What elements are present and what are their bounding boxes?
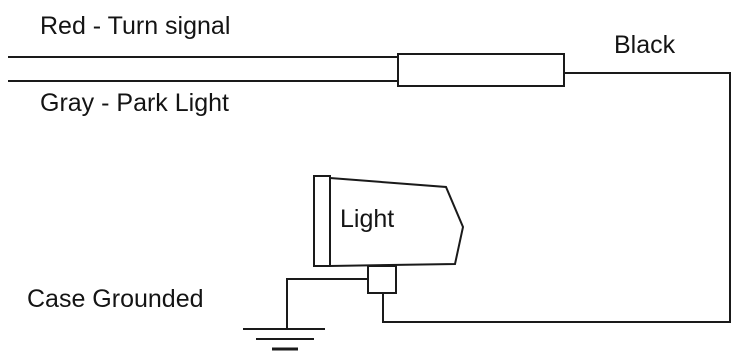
- ground-wire: [286, 278, 368, 329]
- wire-connector: [397, 53, 565, 87]
- lamp-housing: [329, 176, 465, 268]
- black-wire: [382, 72, 731, 323]
- black-wire-label: Black: [614, 31, 676, 59]
- case-grounded-label: Case Grounded: [27, 285, 204, 313]
- lamp-back-plate: [313, 175, 331, 267]
- light-label: Light: [340, 205, 395, 233]
- red-wire-label: Red - Turn signal: [40, 12, 231, 40]
- gray-wire-label: Gray - Park Light: [40, 89, 229, 117]
- lamp-terminal: [367, 265, 397, 294]
